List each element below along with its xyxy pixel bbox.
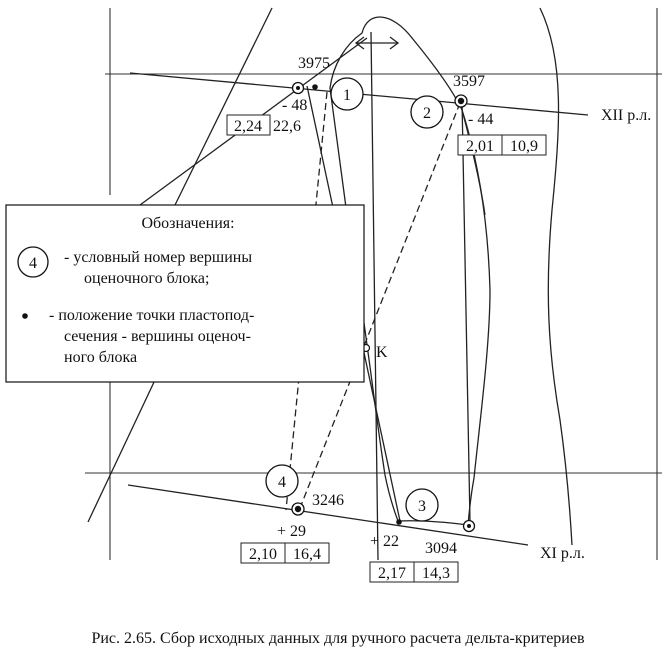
- legend-vertex-symbol: [17, 246, 49, 278]
- seam-point-1: [312, 84, 318, 90]
- vertex-2-criterion-a: 2,01: [466, 138, 494, 155]
- well-marker-dot: [467, 524, 471, 528]
- vertex-3-elevation: 3094: [425, 540, 457, 557]
- vertex-2-criterion-b: 10,9: [510, 138, 538, 155]
- profile-line-xi: [127, 484, 529, 546]
- legend-vertex-symbol-number: 4: [29, 255, 37, 272]
- well-marker-dot: [296, 86, 300, 90]
- vertex-3-circle: [405, 488, 439, 522]
- vertex-1-number: 1: [343, 87, 351, 104]
- vertex-4-criterion-a: 2,10: [249, 546, 277, 563]
- vertex-1-criterion-a: 2,24: [234, 118, 262, 135]
- legend-item1-line2: оценочного блока;: [84, 270, 209, 287]
- seam-point-3: [396, 519, 402, 525]
- vertex-4-criterion-b: 16,4: [293, 546, 321, 563]
- double-arrow-left-head: [354, 36, 365, 50]
- vertex-2-number: 2: [423, 105, 431, 122]
- vertex-3-criterion-b: 14,3: [422, 565, 450, 582]
- legend-item1-line1: - условный номер вершины: [64, 249, 252, 266]
- diagonal-line-left-lower: [87, 379, 156, 523]
- diagonal-line-left: [174, 7, 273, 206]
- vertex-1-elevation: 3975: [298, 55, 330, 72]
- legend-box: [5, 204, 365, 383]
- figure-caption: Рис. 2.65. Сбор исходных данных для ручн…: [91, 630, 585, 647]
- slant-line-1: [370, 31, 379, 561]
- legend-item2-line1: - положение точки пластопод-: [49, 307, 254, 324]
- legend-seam-point-symbol: [22, 313, 28, 319]
- seam-point-4: [294, 505, 302, 513]
- vertex-1-criterion-b: 22,6: [273, 118, 301, 135]
- vertex-2-elevation: 3597: [453, 73, 485, 90]
- legend-item2-line3: ного блока: [64, 349, 137, 366]
- vertex-3-delta: + 22: [370, 533, 399, 550]
- vertex-2-criterion-box-b: [501, 134, 547, 156]
- legend-item2-line2: сечения - вершины оценоч-: [64, 328, 251, 345]
- right-curve-outer: [539, 7, 573, 546]
- seam-point-2: [457, 97, 465, 105]
- right-curve-inner: [461, 109, 486, 216]
- slant-line-3: [461, 99, 471, 523]
- vertex-1-criterion-box: [226, 114, 271, 136]
- profile-label-xi: XI р.л.: [540, 545, 585, 562]
- point-k-label: K: [376, 344, 388, 361]
- legend: Обозначения: 4 - условный номер вершины …: [5, 204, 365, 383]
- profile-label-xii: XII р.л.: [601, 107, 651, 124]
- vertex-3-number: 3: [418, 498, 426, 515]
- vertex-4-circle: [265, 464, 299, 498]
- vertex-2-delta: - 44: [468, 111, 493, 128]
- legend-title: Обозначения:: [141, 215, 234, 232]
- block-line-2-4: [299, 102, 461, 509]
- vertex-3-criterion-a: 2,17: [378, 565, 406, 582]
- vertex-3-criterion-box-b: [413, 561, 459, 583]
- vertex-4-elevation: 3246: [312, 492, 344, 509]
- vertex-4-delta: + 29: [277, 523, 306, 540]
- double-arrow-right-head: [389, 36, 400, 50]
- vertex-1-delta: - 48: [282, 97, 307, 114]
- vertex-2-circle: [410, 95, 444, 129]
- vertex-4-number: 4: [278, 474, 286, 491]
- vertex-4-criterion-box-b: [284, 542, 330, 564]
- vertex-1-circle: [330, 77, 364, 111]
